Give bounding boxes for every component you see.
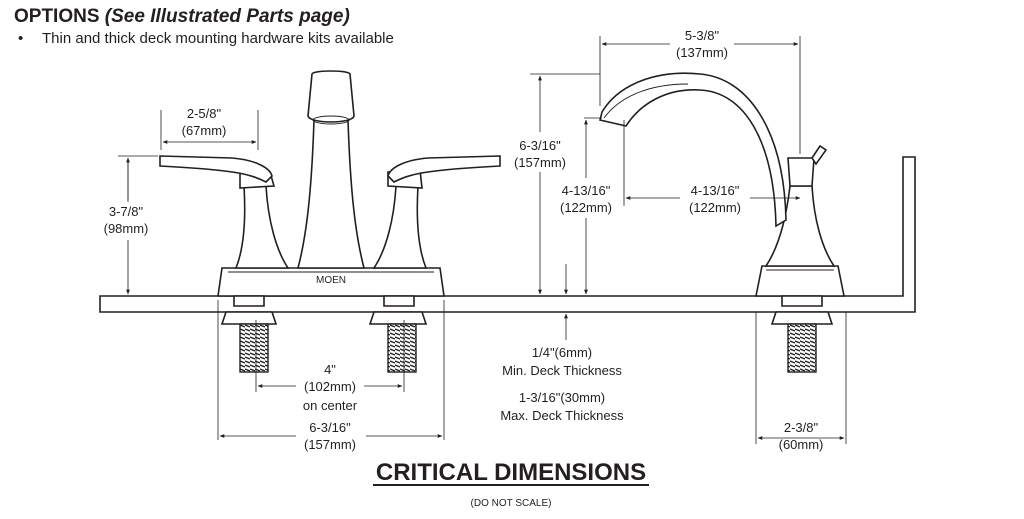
max-deck-label: Max. Deck Thickness — [500, 408, 624, 423]
min-deck-label: Min. Deck Thickness — [502, 363, 622, 378]
min-deck-value: 1/4"(6mm) — [532, 345, 592, 360]
spout-clearance-metric: (122mm) — [560, 200, 612, 215]
handle-height-imperial: 3-7/8" — [109, 204, 144, 219]
spout-clearance-imperial: 4-13/16" — [562, 183, 611, 198]
spout-reach-top-imperial: 5-3/8" — [685, 28, 720, 43]
options-sub: (See Illustrated Parts page) — [104, 6, 350, 27]
bullet-mark: • — [18, 30, 24, 47]
bullet-text: Thin and thick deck mounting hardware ki… — [42, 30, 394, 47]
max-deck-value: 1-3/16"(30mm) — [519, 390, 605, 405]
options-bullet: • Thin and thick deck mounting hardware k… — [18, 30, 394, 47]
center-imperial: 4" — [324, 362, 336, 377]
base-width-metric: (157mm) — [304, 437, 356, 452]
handle-reach-imperial: 2-5/8" — [187, 106, 222, 121]
side-faucet — [599, 72, 845, 373]
spout-reach-top-metric: (137mm) — [676, 45, 728, 60]
spout-reach-side-metric: (122mm) — [689, 200, 741, 215]
options-heading: OPTIONS (See Illustrated Parts page) — [14, 6, 350, 28]
brand-mark: MOEN — [316, 275, 346, 286]
center-metric: (102mm) — [304, 379, 356, 394]
options-label: OPTIONS — [14, 6, 100, 27]
base-width-imperial: 6-3/16" — [309, 420, 351, 435]
side-base-metric: (60mm) — [779, 437, 824, 452]
handle-reach-metric: (67mm) — [182, 123, 227, 138]
dimension-lines — [118, 36, 847, 444]
front-faucet: MOEN — [159, 70, 501, 373]
center-note: on center — [303, 398, 358, 413]
do-not-scale-note: (DO NOT SCALE) — [471, 498, 552, 509]
spout-height-metric: (157mm) — [514, 155, 566, 170]
spout-height-imperial: 6-3/16" — [519, 138, 561, 153]
handle-height-metric: (98mm) — [104, 221, 149, 236]
critical-dimensions-title: CRITICAL DIMENSIONS — [376, 459, 646, 486]
dimension-labels: 2-5/8" (67mm) 3-7/8" (98mm) 4" (102mm) o… — [104, 28, 824, 452]
side-base-imperial: 2-3/8" — [784, 420, 819, 435]
spout-reach-side-imperial: 4-13/16" — [691, 183, 740, 198]
